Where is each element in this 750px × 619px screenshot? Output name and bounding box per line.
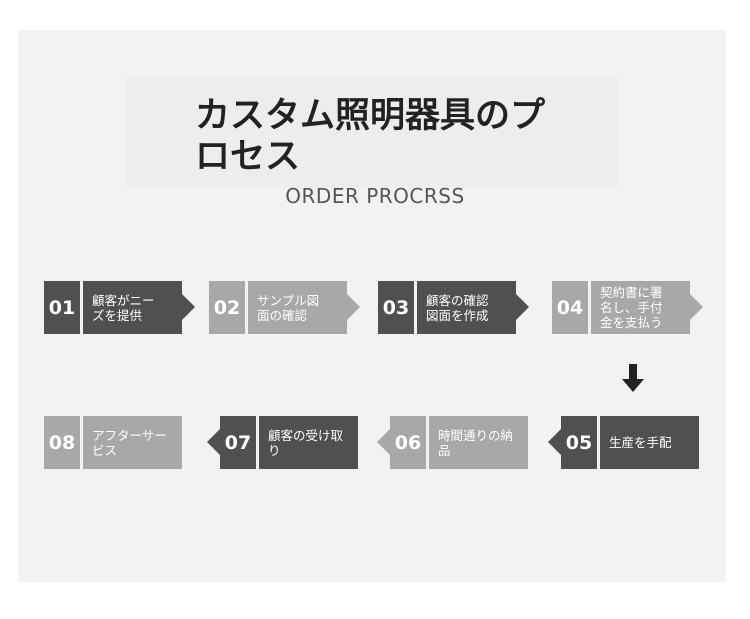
step-label: 顧客がニー ズを提供	[83, 281, 182, 334]
step-label: 生産を手配	[600, 416, 699, 469]
process-step-02: 02 サンプル図 面の確認	[209, 281, 360, 334]
step-number: 01	[44, 281, 80, 334]
process-step-08: 08 アフターサービス	[44, 416, 182, 469]
title-backdrop	[126, 76, 618, 188]
step-pointer	[207, 429, 220, 455]
step-number: 08	[44, 416, 80, 469]
step-number: 04	[552, 281, 588, 334]
process-step-01: 01 顧客がニー ズを提供	[44, 281, 195, 334]
step-pointer	[182, 294, 195, 320]
step-pointer	[347, 294, 360, 320]
process-step-05: 05 生産を手配	[548, 416, 699, 469]
step-number: 07	[220, 416, 256, 469]
process-step-03: 03 顧客の確認 図面を作成	[378, 281, 529, 334]
step-label: アフターサービス	[83, 416, 182, 469]
arrow-down-icon	[622, 364, 644, 392]
step-pointer	[516, 294, 529, 320]
process-step-07: 07 顧客の受け取り	[207, 416, 358, 469]
page-title: カスタム照明器具のプロセス	[195, 96, 546, 177]
step-label: 顧客の確認 図面を作成	[417, 281, 516, 334]
step-number: 06	[390, 416, 426, 469]
step-number: 02	[209, 281, 245, 334]
step-number: 05	[561, 416, 597, 469]
process-step-06: 06 時間通りの納品	[377, 416, 528, 469]
step-label: 時間通りの納品	[429, 416, 528, 469]
step-pointer	[690, 294, 703, 320]
page-subtitle: ORDER PROCRSS	[285, 184, 465, 208]
step-pointer	[377, 429, 390, 455]
step-label: サンプル図 面の確認	[248, 281, 347, 334]
step-label: 契約書に署 名し、手付 金を支払う	[591, 281, 690, 334]
step-label: 顧客の受け取り	[259, 416, 358, 469]
step-pointer	[548, 429, 561, 455]
process-step-04: 04 契約書に署 名し、手付 金を支払う	[552, 281, 703, 334]
step-number: 03	[378, 281, 414, 334]
